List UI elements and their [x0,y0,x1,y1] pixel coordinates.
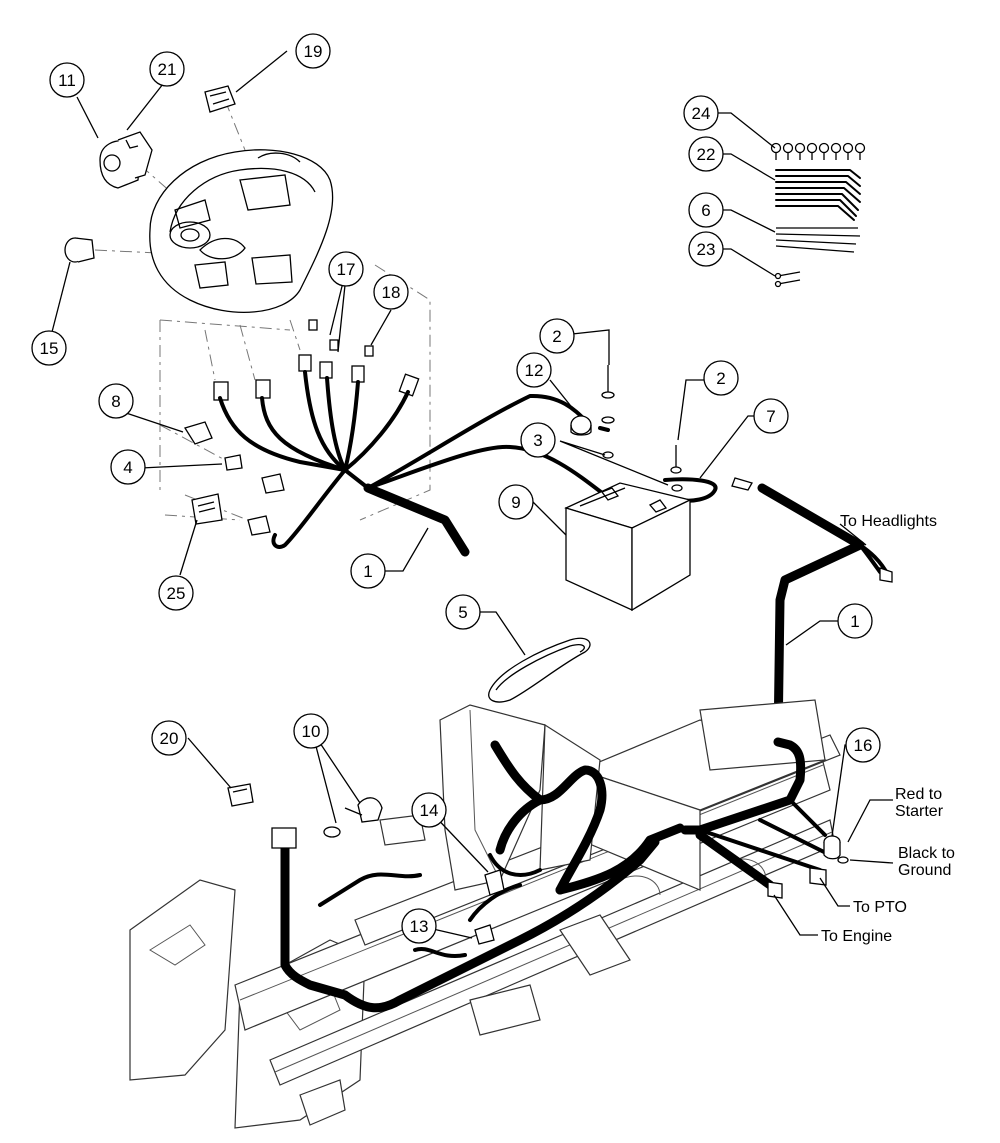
callout-1a: 1 [350,553,386,589]
label-black-to-ground-line1: Black to [898,845,955,862]
part-23-clips [774,271,801,288]
svg-text:15: 15 [40,339,59,358]
callout-7: 7 [753,398,789,434]
battery-9 [564,482,692,612]
svg-text:19: 19 [304,42,323,61]
part-22-cable-ties [775,169,861,221]
part-19-switch [204,85,236,113]
callout-3: 3 [520,422,556,458]
svg-text:17: 17 [337,260,356,279]
svg-text:8: 8 [111,392,120,411]
callout-21: 21 [149,51,185,87]
label-red-to-starter-line2: Starter [895,803,944,820]
svg-text:22: 22 [697,145,716,164]
callout-14: 14 [411,792,447,828]
part-24-screws [770,142,866,160]
svg-text:6: 6 [701,201,710,220]
connectors-17-18 [213,319,420,401]
lower-parts [227,783,849,945]
tractor-frame [129,699,841,1129]
svg-text:12: 12 [525,361,544,380]
callout-22: 22 [688,136,724,172]
part-5-loop [488,637,591,703]
svg-text:9: 9 [511,493,520,512]
callout-19: 19 [295,33,331,69]
callout-8: 8 [98,383,134,419]
part-15-light [64,237,95,263]
svg-text:3: 3 [533,431,542,450]
callout-11: 11 [49,62,85,98]
svg-text:25: 25 [167,584,186,603]
label-to-engine: To Engine [821,928,892,945]
svg-text:5: 5 [458,603,467,622]
callout-2a: 2 [539,318,575,354]
callout-4: 4 [110,449,146,485]
svg-text:1: 1 [850,612,859,631]
battery-hardware [601,365,683,492]
svg-text:10: 10 [302,722,321,741]
svg-text:4: 4 [123,458,132,477]
callout-9: 9 [498,484,534,520]
svg-text:14: 14 [420,801,439,820]
callout-13: 13 [401,908,437,944]
ignition-switch-part [99,131,153,189]
headlight-harness [757,483,893,747]
svg-text:24: 24 [692,104,711,123]
destination-labels: To Headlights Red to Starter Black to Gr… [821,513,955,945]
callout-18: 18 [373,274,409,310]
part-12-fuse [570,415,592,436]
callout-15: 15 [31,330,67,366]
hardware-kit [770,142,866,288]
label-to-headlights: To Headlights [840,513,937,530]
label-red-to-starter-line1: Red to [895,786,942,803]
callout-12: 12 [516,352,552,388]
label-to-pto: To PTO [853,899,907,916]
svg-text:20: 20 [160,729,179,748]
callouts: 11 21 19 15 17 18 2 12 2 7 3 9 8 4 25 1 … [31,33,881,944]
svg-text:18: 18 [382,283,401,302]
callout-1b: 1 [837,603,873,639]
callout-20: 20 [151,720,187,756]
callout-5: 5 [445,594,481,630]
svg-text:2: 2 [552,327,561,346]
svg-text:23: 23 [697,240,716,259]
part-6-cable-ties [775,227,861,253]
svg-text:21: 21 [158,60,177,79]
callout-17: 17 [328,251,364,287]
upper-wiring-harness [218,370,667,557]
dash-panel [149,149,334,313]
callout-25: 25 [158,575,194,611]
callout-24: 24 [683,95,719,131]
svg-text:11: 11 [58,71,76,90]
svg-text:1: 1 [363,562,372,581]
label-black-to-ground-line2: Ground [898,862,951,879]
callout-10: 10 [293,713,329,749]
lower-wiring-harness [280,737,832,1013]
parts-8-4-25 [183,421,285,536]
callout-6: 6 [688,192,724,228]
svg-text:7: 7 [766,407,775,426]
callout-2b: 2 [703,360,739,396]
svg-text:13: 13 [410,917,429,936]
callout-16: 16 [845,727,881,763]
battery-cable-7 [663,477,753,503]
svg-text:16: 16 [854,736,873,755]
svg-text:2: 2 [716,369,725,388]
callout-23: 23 [688,231,724,267]
